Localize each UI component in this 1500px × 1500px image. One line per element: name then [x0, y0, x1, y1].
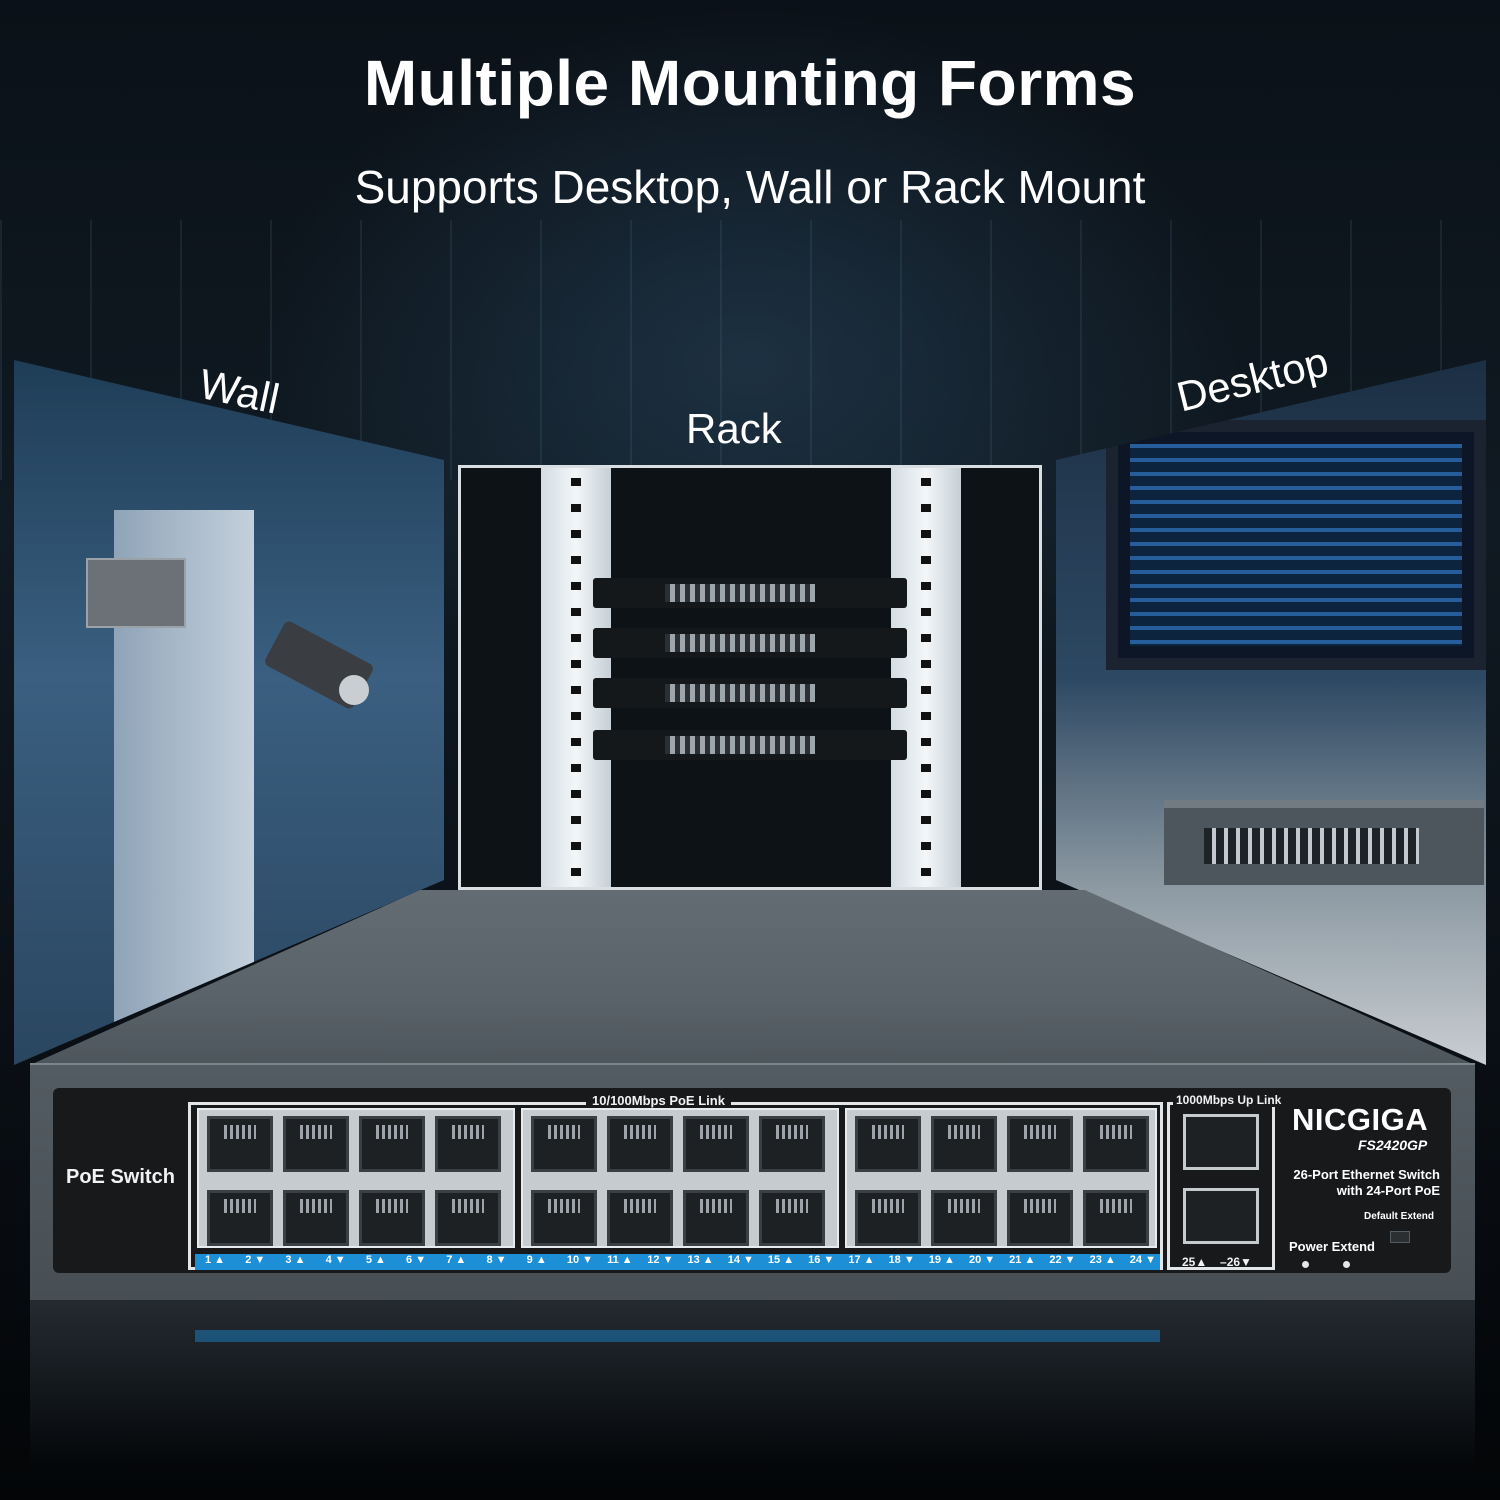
port-number-label: 24 ▼ [1129, 1254, 1156, 1266]
uplink-number: 25▲ [1182, 1255, 1208, 1269]
ethernet-port [531, 1116, 597, 1172]
product-description: 26-Port Ethernet Switch [1293, 1167, 1440, 1182]
ethernet-port [759, 1116, 825, 1172]
port-number-label: 8 ▼ [486, 1254, 507, 1266]
uplink-port-25 [1183, 1114, 1259, 1170]
port-number-label: 19 ▲ [928, 1254, 955, 1266]
ethernet-port [1083, 1190, 1149, 1246]
reflection-strip [195, 1330, 1160, 1342]
port-number-label: 15 ▲ [767, 1254, 795, 1266]
ethernet-port [1007, 1116, 1073, 1172]
headline: Multiple Mounting Forms [363, 47, 1137, 119]
rack-mount-panel [458, 465, 1042, 890]
rack-switch [593, 678, 907, 708]
rack-switch [593, 578, 907, 608]
uplink-port-26 [1183, 1188, 1259, 1244]
ethernet-port [207, 1190, 273, 1246]
ethernet-port [207, 1116, 273, 1172]
monitor [1106, 420, 1486, 670]
ethernet-port [283, 1116, 349, 1172]
port-number-label: 3 ▲ [285, 1254, 306, 1266]
rack-switch [593, 730, 907, 760]
ethernet-port [855, 1190, 921, 1246]
port-number-label: 9 ▲ [526, 1254, 547, 1266]
ethernet-port [435, 1116, 501, 1172]
uplink-label: 1000Mbps Up Link [1173, 1093, 1285, 1107]
default-extend-label: Default Extend [1364, 1211, 1435, 1222]
poe-switch-label: PoE Switch [66, 1166, 175, 1188]
extend-switch[interactable] [1390, 1231, 1410, 1243]
subheadline: Supports Desktop, Wall or Rack Mount [354, 161, 1146, 213]
port-number-label: 20 ▼ [968, 1254, 996, 1266]
ethernet-port [931, 1190, 997, 1246]
rack-rail-right [891, 468, 961, 887]
model-number: FS2420GP [1358, 1137, 1428, 1153]
port-number-label: 12 ▼ [647, 1254, 674, 1266]
ethernet-port [283, 1190, 349, 1246]
port-number-label: 2 ▼ [245, 1254, 266, 1266]
ethernet-port [1083, 1116, 1149, 1172]
ethernet-port [1007, 1190, 1073, 1246]
port-number-label: 13 ▲ [687, 1254, 714, 1266]
port-number-label: 4 ▼ [325, 1254, 346, 1266]
port-number-label: 1 ▲ [205, 1254, 226, 1266]
port-number-label: 14 ▼ [727, 1254, 754, 1266]
ethernet-port [607, 1190, 673, 1246]
port-number-label: 11 ▲ [607, 1254, 633, 1266]
port-number-label: 21 ▲ [1009, 1254, 1036, 1266]
ethernet-port [759, 1190, 825, 1246]
port-number-label: 16 ▼ [808, 1254, 835, 1266]
port-number-label: 6 ▼ [406, 1254, 427, 1266]
port-number-label: 17 ▲ [848, 1254, 875, 1266]
power-extend-label: Power Extend [1289, 1239, 1375, 1254]
rack-label: Rack [686, 405, 782, 452]
ethernet-port [683, 1190, 749, 1246]
rack-switch [593, 628, 907, 658]
brand-logo: NICGIGA [1292, 1102, 1429, 1137]
ethernet-port [683, 1116, 749, 1172]
uplink-number: –26▼ [1220, 1255, 1252, 1269]
port-number-label: 18 ▼ [888, 1254, 915, 1266]
wall-mounted-switch [86, 558, 186, 628]
ethernet-port [855, 1116, 921, 1172]
switch-reflection [30, 1300, 1475, 1500]
port-number-label: 23 ▲ [1089, 1254, 1116, 1266]
ethernet-port [435, 1190, 501, 1246]
port-number-label: 5 ▲ [365, 1254, 386, 1266]
product-description: with 24-Port PoE [1336, 1183, 1440, 1198]
desktop-switch [1164, 800, 1484, 885]
port-number-strip [195, 1254, 1160, 1270]
port-number-label: 7 ▲ [446, 1254, 467, 1266]
power-led [1302, 1261, 1309, 1268]
rack-rail-left [541, 468, 611, 887]
port-number-label: 10 ▼ [566, 1254, 594, 1266]
ethernet-port [531, 1190, 597, 1246]
ethernet-port [359, 1190, 425, 1246]
ethernet-port [931, 1116, 997, 1172]
ethernet-port [607, 1116, 673, 1172]
ethernet-port [359, 1116, 425, 1172]
poe-link-label: 10/100Mbps PoE Link [586, 1093, 731, 1108]
camera-lens [339, 675, 369, 705]
port-number-label: 22 ▼ [1049, 1254, 1076, 1266]
extend-led [1343, 1261, 1350, 1268]
